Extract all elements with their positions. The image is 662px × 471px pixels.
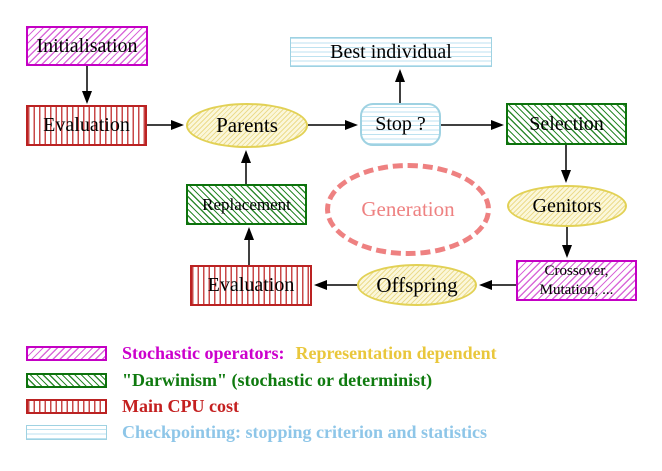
legend-swatch-darwinism [26,372,107,388]
arrow-crossover-to-offspring-icon [479,280,516,290]
arrow-evaluation-to-parents-icon [147,120,184,130]
legend-row-darwinism: "Darwinism" (stochastic or determinist) [26,369,433,390]
arrow-genitors-to-crossover-icon [562,227,572,258]
arrow-initialisation-to-evaluation-icon [82,66,92,104]
node-best-individual: Best individual [290,37,492,67]
legend-swatch-stochastic [26,345,107,361]
node-initialisation: Initialisation [26,26,148,66]
arrow-stop-to-best-individual-icon [395,69,405,103]
legend-swatch-cpu-cost [26,398,107,414]
arrow-stop-to-selection-icon [441,120,504,130]
node-replacement: Replacement [186,184,307,225]
node-evaluation-bottom: Evaluation [190,265,312,306]
node-genitors: Genitors [507,185,627,227]
legend-label-representation: Representation dependent [295,342,497,363]
generation-loop-ellipse: Generation [325,163,491,256]
legend-row-stochastic: Stochastic operators: Representation dep… [26,342,497,363]
crossover-label-line2: Mutation, ... [539,281,614,298]
arrow-evaluation-to-replacement-icon [244,227,254,265]
legend-label-stochastic: Stochastic operators: [122,342,285,363]
arrow-selection-to-genitors-icon [561,145,571,183]
legend-label-cpu-cost: Main CPU cost [122,395,239,416]
node-parents: Parents [186,103,308,148]
node-crossover-mutation: Crossover, Mutation, ... [516,260,637,301]
arrow-offspring-to-evaluation-icon [314,280,357,290]
legend-row-checkpointing: Checkpointing: stopping criterion and st… [26,421,488,442]
node-stop: Stop ? [360,103,441,146]
node-selection: Selection [506,103,627,145]
arrow-parents-to-stop-icon [308,120,358,130]
legend-row-cpu-cost: Main CPU cost [26,395,239,416]
crossover-label-line1: Crossover, [544,262,609,279]
legend-label-checkpointing: Checkpointing: stopping criterion and st… [122,421,488,442]
node-offspring: Offspring [357,264,477,306]
legend-label-darwinism: "Darwinism" (stochastic or determinist) [122,369,433,390]
legend-swatch-checkpointing [26,424,107,440]
arrow-replacement-to-parents-icon [241,150,251,184]
node-evaluation-top: Evaluation [26,105,147,146]
